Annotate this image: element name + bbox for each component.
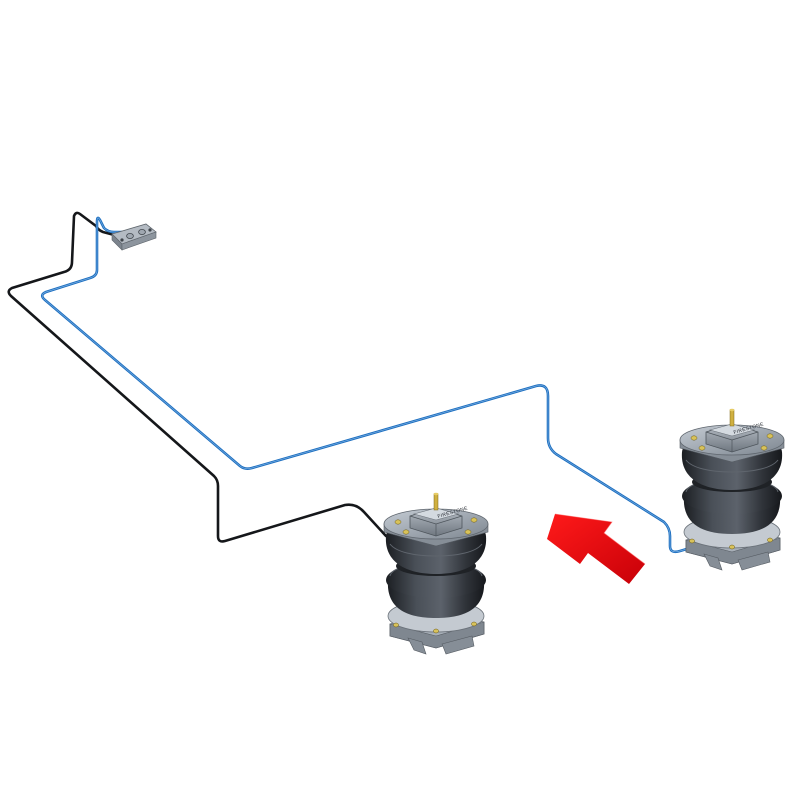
black-air-line [7,211,388,543]
inflation-valve-bracket [111,223,157,251]
valve-stem-right-icon [138,228,146,235]
right-air-spring: FIRESTONE [679,408,785,571]
left-air-spring: FIRESTONE [383,492,489,655]
valve-stem-left-icon [126,232,134,239]
forward-direction-arrow-icon [547,513,646,584]
blue-air-line [40,216,702,554]
